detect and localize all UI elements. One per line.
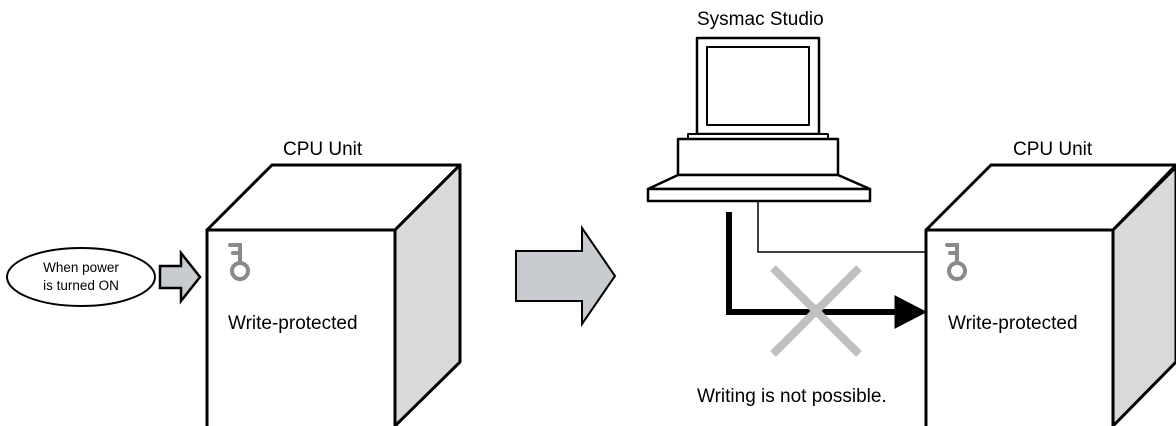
power-callout-bubble	[6, 247, 156, 307]
laptop-front	[646, 187, 872, 203]
power-callout-line2: is turned ON	[43, 278, 119, 293]
left-cpu-unit-title: CPU Unit	[283, 139, 363, 160]
laptop-base	[676, 137, 840, 177]
power-callout-text: When power is turned ON	[12, 259, 150, 295]
left-cpu-unit-front	[205, 228, 397, 426]
key-icon	[945, 243, 967, 281]
transition-arrow	[515, 224, 617, 328]
write-arrow-head	[894, 295, 928, 329]
connection-cable	[757, 201, 926, 253]
right-cpu-unit	[924, 163, 1176, 426]
blocked-write-caption: Writing is not possible.	[697, 386, 887, 407]
right-cpu-unit-status: Write-protected	[948, 313, 1078, 334]
power-callout-line1: When power	[43, 260, 119, 275]
power-on-arrow	[158, 249, 202, 305]
cross-icon	[770, 265, 862, 357]
right-cpu-unit-front	[924, 228, 1115, 426]
key-icon	[228, 243, 250, 281]
left-cpu-unit	[205, 163, 462, 426]
right-cpu-unit-title: CPU Unit	[1013, 139, 1093, 160]
laptop-icon	[646, 36, 872, 203]
left-cpu-unit-status: Write-protected	[228, 313, 358, 334]
laptop-keyboard	[646, 173, 872, 191]
computer-title: Sysmac Studio	[697, 9, 824, 30]
write-arrow-shaft	[726, 212, 900, 315]
laptop-screen-inner	[706, 46, 810, 126]
